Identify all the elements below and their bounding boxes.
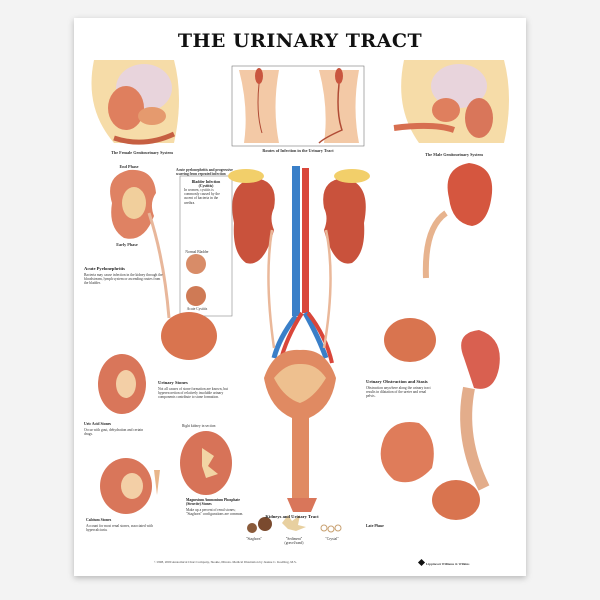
caption-sediment: "Sediment" (gravel/sand) — [284, 537, 304, 546]
caption-routes-of-infection: Routes of Infection in the Urinary Tract — [262, 148, 334, 153]
right-kidney-obstruction — [380, 163, 500, 520]
caption-normal-bladder: Normal Bladder — [185, 250, 209, 254]
caption-late-phase: Late Phase — [366, 524, 384, 528]
heading-uric-acid: Uric Acid Stones — [84, 422, 111, 426]
publisher-logo-icon — [417, 558, 426, 567]
caption-end-phase: End Phase — [119, 164, 139, 169]
anatomy-illustrations — [91, 60, 509, 533]
text-acute-pyelonephritis: Bacteria may cause infection in the kidn… — [84, 273, 163, 286]
bladder-illustration — [161, 312, 217, 360]
publisher-name: Lippincott Williams & Wilkins — [426, 562, 470, 566]
caption-acute-cystitis: Acute Cystitis — [186, 307, 208, 311]
heading-struvite: Magnesium Ammonium Phosphate (Struvite) … — [186, 498, 240, 506]
heading-kidneys-tract: Kidneys and Urinary Tract — [265, 514, 319, 519]
poster-title: THE URINARY TRACT — [177, 30, 423, 52]
bladder-section — [264, 349, 336, 512]
footer-publisher: Lippincott Williams & Wilkins — [417, 558, 470, 567]
text-uric-acid: Occur with gout, dehydration and certain… — [84, 428, 144, 437]
poster: THE URINARY TRACT — [74, 18, 526, 576]
text-bladder-infection: In women, cystitis is commonly caused by… — [184, 188, 220, 205]
female-system-illustration — [91, 60, 179, 145]
caption-male-system: The Male Genitourinary System — [425, 152, 483, 157]
routes-of-infection-illustration — [231, 65, 365, 147]
footer-credit: ©1998, 2000 Anatomical Chart Company, Sk… — [154, 560, 297, 564]
left-kidney-stones — [98, 354, 160, 514]
acute-cystitis-illustration — [186, 286, 206, 306]
male-system-illustration — [393, 60, 509, 143]
text-calcium-stones: Account for most renal stones, associate… — [86, 524, 153, 533]
caption-acute-scarring: Acute pyelonephritis and progressive sca… — [176, 168, 233, 177]
staghorn-kidney — [180, 431, 232, 495]
stone-types — [247, 515, 342, 533]
heading-acute-pyelonephritis: Acute Pyelonephritis — [84, 266, 125, 271]
heading-obstruction: Urinary Obstruction and Stasis — [366, 379, 428, 384]
text-struvite: Make up a percent of renal stones; "Stag… — [186, 508, 244, 517]
caption-female-system: The Female Genitourinary System — [111, 150, 173, 155]
heading-bladder-infection: Bladder Infection (Cystitis) — [191, 180, 221, 188]
heading-calcium-stones: Calcium Stones — [86, 518, 112, 522]
caption-right-kidney: Right kidney in section — [182, 424, 216, 428]
caption-staghorn: "Staghorn" — [246, 537, 262, 541]
caption-crystal: "Crystal" — [325, 537, 339, 541]
kidneys-and-vessels — [228, 166, 370, 364]
caption-early-phase: Early Phase — [116, 242, 138, 247]
text-obstruction: Obstruction anywhere along the urinary t… — [366, 386, 431, 399]
normal-bladder-illustration — [186, 254, 206, 274]
heading-urinary-stones: Urinary Stones — [158, 380, 188, 385]
text-urinary-stones: Not all causes of stone formation are kn… — [158, 387, 228, 400]
pyelonephritis-kidney — [110, 169, 171, 319]
